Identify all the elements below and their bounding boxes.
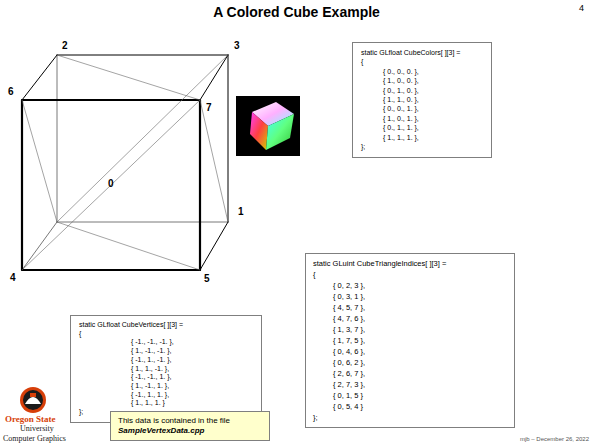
code-line: { -1., -1., -1. }, [79, 338, 253, 347]
note-box: This data is contained in the fileSample… [110, 411, 270, 441]
code-line: { 0., 1., 1. }, [361, 123, 483, 132]
code-box: static GLfloat CubeColors[ ][3] ={{ 0., … [352, 42, 492, 158]
vertex-number: 1 [238, 206, 244, 217]
code-line: { -1., 1., -1. }, [79, 356, 253, 365]
code-box: static GLfloat CubeVertices[ ][3] ={{ -1… [70, 315, 262, 423]
code-line: { 0., 0., 0. }, [361, 67, 483, 76]
code-line: { 0, 4, 6 }, [313, 346, 507, 357]
color-cube-image [236, 96, 300, 156]
code-line: { [361, 57, 483, 66]
code-line: { 1., 1., 1. }, [361, 133, 483, 142]
code-line: { 2, 6, 7 }, [313, 368, 507, 379]
lab-name: Computer Graphics [3, 434, 66, 443]
code-line: }; [361, 142, 483, 151]
code-line: }; [313, 412, 507, 423]
code-line: { [79, 330, 253, 339]
code-line: { 2, 7, 3 }, [313, 379, 507, 390]
slide-title: A Colored Cube Example [0, 4, 593, 20]
code-box: static GLuint CubeTriangleIndices[ ][3] … [305, 253, 515, 428]
university-logo [20, 387, 46, 413]
code-line: { 0., 1., 0. }, [361, 86, 483, 95]
code-line: { 1., 1., -1. }, [79, 365, 253, 374]
vertex-number: 5 [204, 273, 210, 284]
code-line: { 1., 0., 1. }, [361, 114, 483, 123]
vertex-number: 6 [8, 86, 14, 97]
code-line: { 1., -1., 1. }, [79, 382, 253, 391]
vertex-number: 4 [10, 272, 16, 283]
code-line: { [313, 269, 507, 280]
vertex-number: 0 [108, 178, 114, 189]
code-line: { 1., -1., -1. }, [79, 347, 253, 356]
code-line: { 0., 0., 1. }, [361, 104, 483, 113]
footer-date: mjb – December 26, 2022 [520, 436, 589, 443]
code-line: static GLuint CubeTriangleIndices[ ][3] … [313, 258, 507, 269]
code-line: { -1., 1., 1. }, [79, 391, 253, 400]
university-name: University [20, 424, 54, 433]
color-cube [250, 102, 294, 150]
wireframe-cube [22, 55, 228, 270]
code-line: static GLfloat CubeColors[ ][3] = [361, 48, 483, 57]
vertex-number: 7 [206, 102, 212, 113]
code-line: { 0, 1, 5 } [313, 390, 507, 401]
code-line: { 1., 1., 1. } [79, 399, 253, 408]
code-line: { 4, 7, 6 }, [313, 313, 507, 324]
note-text: SampleVertexData.cpp [118, 426, 262, 436]
code-line: { 4, 5, 7 }, [313, 302, 507, 313]
slide-number: 4 [579, 3, 584, 13]
vertex-number: 2 [62, 40, 68, 51]
code-line: { 1, 3, 7 }, [313, 324, 507, 335]
code-line: { 0, 5, 4 } [313, 401, 507, 412]
note-text: This data is contained in the file [118, 416, 262, 426]
university-name: Oregon State [5, 414, 56, 424]
code-line: { 1., 0., 0. }, [361, 76, 483, 85]
code-line: { 0, 3, 1 }, [313, 291, 507, 302]
code-line: { 1., 1., 0. }, [361, 95, 483, 104]
code-line: { 0, 2, 3 }, [313, 280, 507, 291]
code-line: { -1., -1., 1. }, [79, 373, 253, 382]
code-line: { 1, 7, 5 }, [313, 335, 507, 346]
code-line: static GLfloat CubeVertices[ ][3] = [79, 321, 253, 330]
code-line: { 0, 6, 2 }, [313, 357, 507, 368]
vertex-number: 3 [234, 40, 240, 51]
